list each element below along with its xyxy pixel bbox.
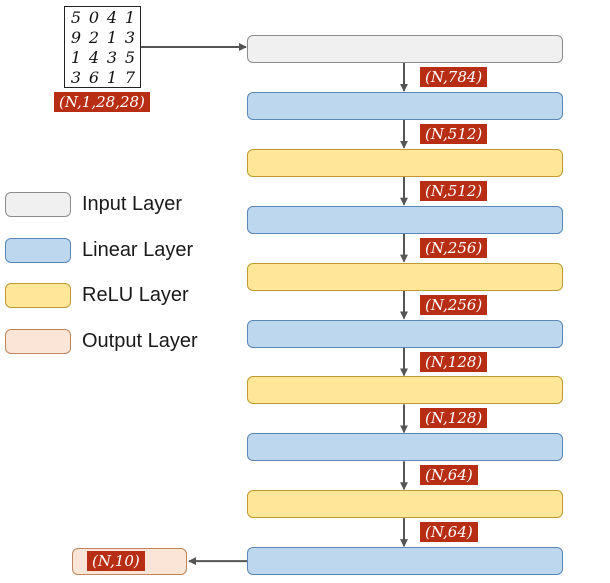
- legend-swatch-output: [5, 329, 71, 355]
- edge-shape-label-4: (N,256): [420, 294, 488, 315]
- legend-label-linear: Linear Layer: [82, 238, 194, 261]
- legend-label-output: Output Layer: [82, 330, 198, 353]
- legend-label-input: Input Layer: [82, 193, 183, 215]
- layer-2-relu-box: [247, 148, 563, 177]
- layer-5-linear-box: [247, 319, 563, 348]
- legend-swatch-linear: [5, 237, 71, 263]
- digit-glyph: 3: [124, 28, 136, 47]
- edge-shape-label-0: (N,784): [420, 67, 488, 87]
- digit-glyph: 1: [106, 28, 118, 47]
- digit-glyph: 0: [88, 8, 100, 27]
- layer-6-relu-box: [247, 376, 563, 405]
- layer-8-relu-box: [247, 490, 563, 519]
- digit-glyph: 1: [70, 48, 82, 67]
- input-shape-label: (N,1,28,28): [54, 92, 150, 112]
- edge-shape-label-3: (N,256): [420, 237, 488, 258]
- legend-swatch-input: [5, 192, 71, 217]
- output-layer-box: (N,10): [72, 548, 187, 576]
- digit-glyph: 7: [124, 68, 136, 87]
- digit-glyph: 5: [124, 48, 136, 67]
- legend-label-relu: ReLU Layer: [82, 284, 189, 307]
- edge-shape-label-8: (N,64): [420, 522, 478, 543]
- digit-glyph: 2: [88, 28, 100, 47]
- digit-glyph: 1: [106, 68, 118, 87]
- edge-shape-label-2: (N,512): [420, 180, 488, 201]
- edge-shape-label-5: (N,128): [420, 351, 488, 372]
- digit-glyph: 3: [70, 68, 82, 87]
- digit-glyph: 5: [70, 8, 82, 27]
- edge-shape-label-1: (N,512): [420, 123, 488, 144]
- digit-glyph: 1: [124, 8, 136, 27]
- layer-9-linear-box: [247, 547, 563, 576]
- layer-7-linear-box: [247, 433, 563, 462]
- layer-3-linear-box: [247, 205, 563, 234]
- output-shape-label: (N,10): [87, 551, 145, 572]
- layer-0-input-box: [247, 35, 563, 63]
- digit-glyph: 4: [88, 48, 100, 67]
- layer-4-relu-box: [247, 262, 563, 291]
- legend-swatch-relu: [5, 283, 71, 309]
- digit-glyph: 3: [106, 48, 118, 67]
- edge-shape-label-7: (N,64): [420, 465, 478, 486]
- layer-1-linear-box: [247, 91, 563, 120]
- digit-glyph: 9: [70, 28, 82, 47]
- edge-shape-label-6: (N,128): [420, 408, 488, 429]
- digit-glyph: 4: [106, 8, 118, 27]
- digit-glyph: 6: [88, 68, 100, 87]
